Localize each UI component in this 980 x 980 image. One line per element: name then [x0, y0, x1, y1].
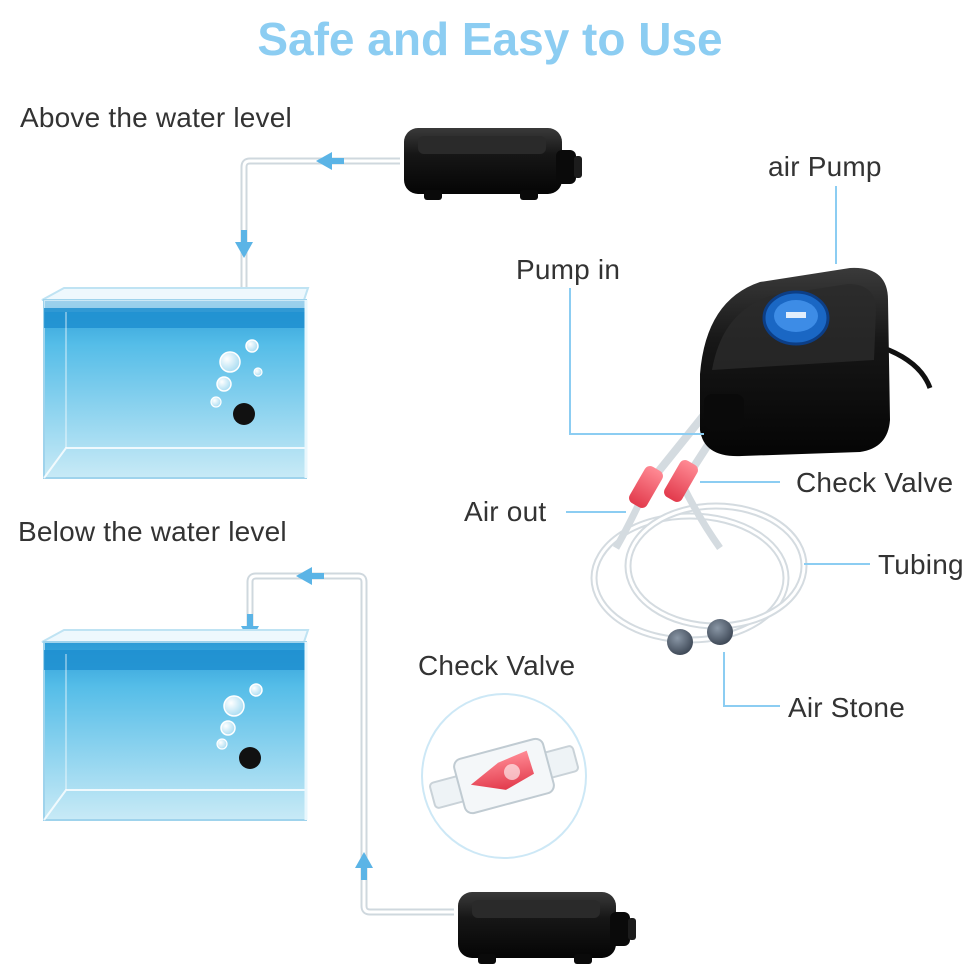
- arrow-icon-tail: [310, 573, 324, 579]
- arrow-icon: [316, 152, 332, 170]
- label-tubing: Tubing: [878, 549, 964, 580]
- bubble: [253, 367, 263, 377]
- page-title: Safe and Easy to Use: [257, 13, 723, 65]
- scene-below: [41, 567, 636, 964]
- bubble: [220, 720, 236, 736]
- label-air-pump: air Pump: [768, 151, 882, 182]
- check-valve-icon: [629, 460, 698, 508]
- bubble: [245, 339, 259, 353]
- air-stone-icon: [239, 747, 261, 769]
- leader-lines: [566, 186, 870, 707]
- air-stone-icon: [233, 403, 255, 425]
- air-pump-icon: [458, 892, 636, 964]
- label-air-stone: Air Stone: [788, 692, 905, 723]
- scene-above: [41, 128, 582, 479]
- air-pump-icon: [700, 267, 890, 457]
- check-valve-inset: [421, 693, 587, 859]
- air-stone-icon: [667, 629, 693, 655]
- label-check-valve: Check Valve: [796, 467, 954, 498]
- arrow-icon-tail: [361, 867, 367, 880]
- aquarium-tank-above: [41, 287, 310, 479]
- label-air-out: Air out: [464, 496, 547, 527]
- leader-pump-in: [569, 288, 704, 435]
- leader-air-stone: [723, 652, 780, 707]
- aquarium-tank-below: [41, 629, 310, 821]
- label-pump-in: Pump in: [516, 254, 621, 285]
- air-tube: [646, 407, 712, 485]
- bubble: [219, 351, 241, 373]
- arrow-icon-tail: [247, 614, 253, 627]
- product-illustration: [590, 267, 933, 655]
- bubble: [223, 695, 245, 717]
- air-pump-icon: [404, 128, 582, 200]
- scene-below-label: Below the water level: [18, 516, 287, 547]
- scene-above-label: Above the water level: [20, 102, 292, 133]
- arrow-icon-tail: [241, 230, 247, 243]
- arrow-icon: [355, 852, 373, 868]
- air-tube-highlight: [248, 574, 454, 914]
- air-stone-icon: [707, 619, 733, 645]
- arrow-icon: [235, 242, 253, 258]
- inset-check-valve-label: Check Valve: [418, 650, 576, 681]
- bubble: [216, 376, 232, 392]
- arrow-icon-tail: [330, 158, 344, 164]
- bubble: [216, 738, 228, 750]
- air-tube-highlight: [242, 159, 400, 405]
- bubble: [249, 683, 263, 697]
- bubble: [210, 396, 222, 408]
- tubing-coil: [590, 482, 808, 644]
- arrow-icon: [296, 567, 312, 585]
